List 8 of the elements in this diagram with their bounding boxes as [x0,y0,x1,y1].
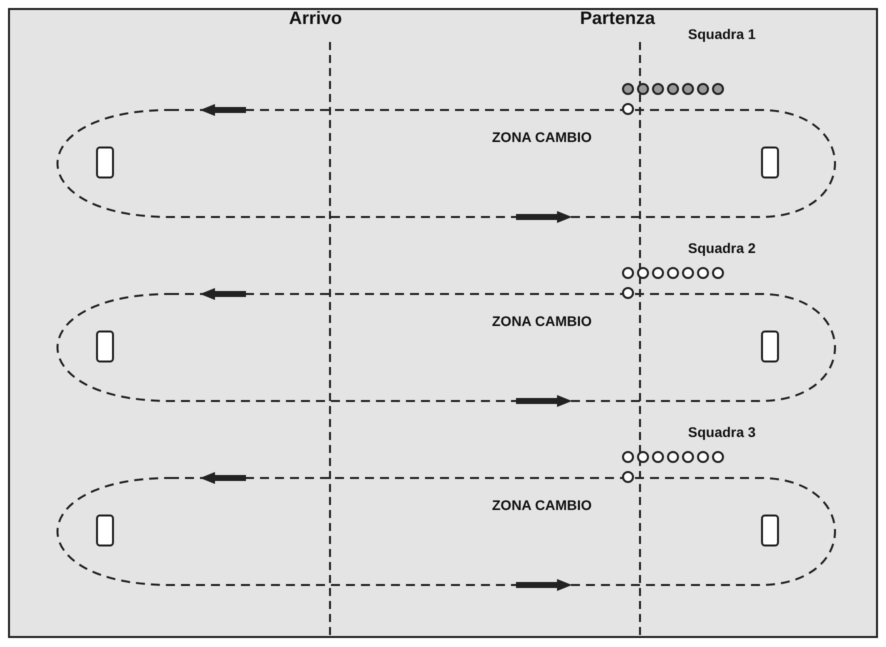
team-label: Squadra 1 [688,26,756,42]
zone-label: ZONA CAMBIO [492,313,592,329]
zone-label: ZONA CAMBIO [492,129,592,145]
zone-label: ZONA CAMBIO [492,497,592,513]
team-label: Squadra 2 [688,240,756,256]
start-label: Partenza [580,8,656,29]
team-label: Squadra 3 [688,424,756,440]
finish-label: Arrivo [289,8,342,29]
